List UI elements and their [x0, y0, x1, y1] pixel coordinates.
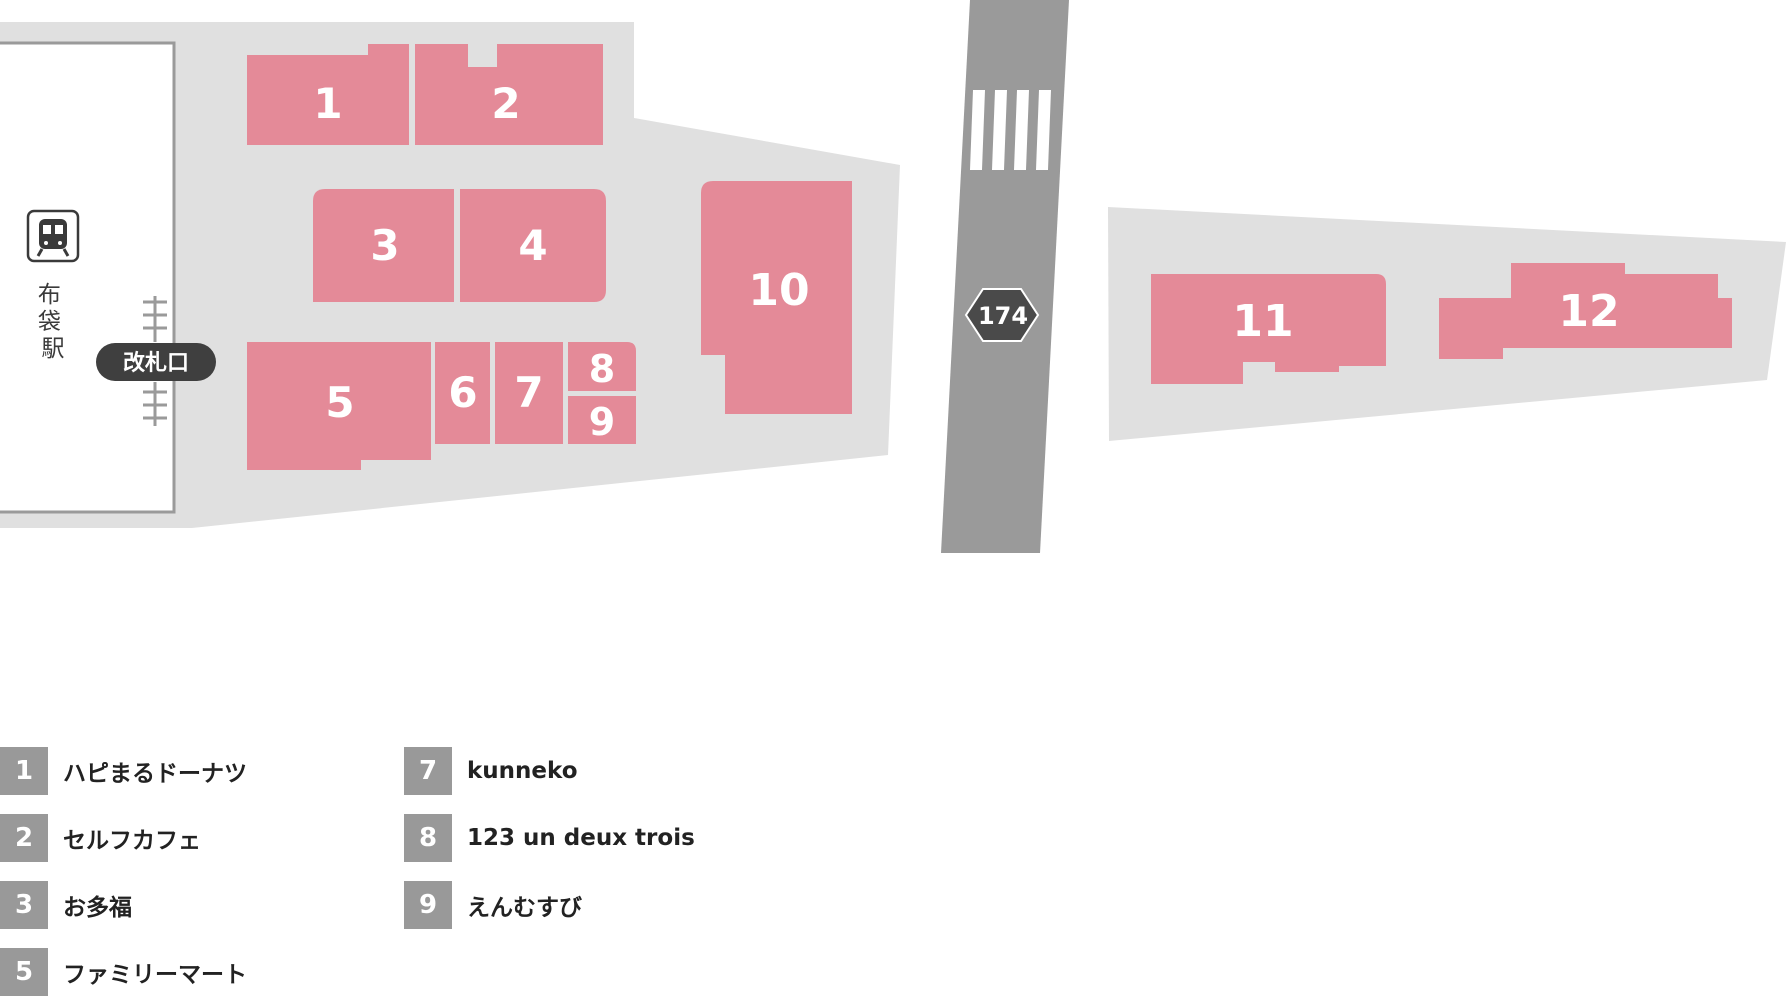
legend-number: 7: [404, 747, 452, 795]
legend-item[interactable]: 7 kunneko: [404, 747, 578, 795]
legend-item[interactable]: 3 お多福: [0, 881, 132, 929]
legend-shop-name: ハピまるドーナツ: [63, 761, 247, 787]
station-building-fill: [0, 44, 172, 511]
legend-shop-name: えんむすび: [467, 895, 582, 921]
shop-unit-4[interactable]: [460, 189, 606, 302]
route-number: 174: [978, 302, 1028, 330]
unit-number-4: 4: [518, 221, 547, 270]
legend-item[interactable]: 2 セルフカフェ: [0, 814, 201, 862]
train-icon: [26, 209, 80, 263]
shop-unit-7[interactable]: [495, 342, 563, 444]
unit-number-1: 1: [313, 79, 342, 128]
road: [941, 0, 1069, 553]
shop-unit-12[interactable]: [1439, 263, 1732, 359]
shop-units: [247, 44, 1732, 470]
legend-shop-name: 123 un deux trois: [467, 825, 695, 851]
legend-item[interactable]: 8 123 un deux trois: [404, 814, 695, 862]
legend-number: 1: [0, 747, 48, 795]
legend-shop-name: ファミリーマート: [63, 962, 247, 988]
unit-numbers: 1 2 3 4 5 6 7 8 9 10 11 12: [313, 79, 1619, 444]
unit-number-12: 12: [1558, 286, 1619, 337]
legend-shop-name: kunneko: [467, 758, 578, 784]
shop-unit-10[interactable]: [701, 181, 852, 414]
shop-unit-3[interactable]: [313, 189, 454, 302]
shop-unit-1[interactable]: [247, 44, 409, 145]
legend-number: 2: [0, 814, 48, 862]
crosswalk: [970, 90, 1051, 170]
legend-item[interactable]: 9 えんむすび: [404, 881, 582, 929]
unit-number-6: 6: [448, 368, 477, 417]
legend-shop-name: お多福: [63, 895, 132, 921]
unit-number-10: 10: [748, 265, 809, 316]
ticket-gate-badge: [96, 343, 216, 381]
unit-number-9: 9: [589, 400, 615, 444]
unit-number-7: 7: [514, 368, 543, 417]
shop-unit-2[interactable]: [415, 44, 603, 145]
legend-number: 5: [0, 948, 48, 996]
legend-number: 8: [404, 814, 452, 862]
legend-number: 3: [0, 881, 48, 929]
legend-item[interactable]: 1 ハピまるドーナツ: [0, 747, 247, 795]
shop-unit-11[interactable]: [1151, 274, 1386, 384]
station-name: 布 袋 駅: [38, 282, 68, 362]
unit-number-5: 5: [325, 378, 354, 427]
unit-number-2: 2: [491, 79, 520, 128]
shop-unit-9[interactable]: [568, 396, 636, 444]
shop-unit-5[interactable]: [247, 342, 431, 470]
legend-number: 9: [404, 881, 452, 929]
unit-number-8: 8: [589, 347, 615, 391]
legend-shop-name: セルフカフェ: [63, 828, 201, 854]
ticket-gates: [143, 296, 167, 426]
shop-unit-8[interactable]: [568, 342, 636, 391]
ticket-gate-label: 改札口: [123, 350, 189, 376]
shop-unit-6[interactable]: [435, 342, 490, 444]
route-sign: [964, 288, 1040, 342]
unit-number-3: 3: [370, 221, 399, 270]
unit-number-11: 11: [1232, 296, 1293, 347]
legend-item[interactable]: 5 ファミリーマート: [0, 948, 247, 996]
